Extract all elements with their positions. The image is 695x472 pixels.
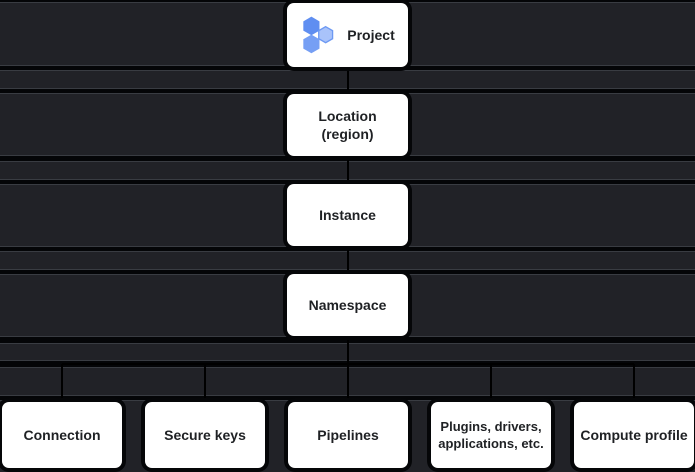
node-label: Pipelines xyxy=(317,426,379,443)
node-label: Project xyxy=(347,27,395,43)
node-label: Compute profile xyxy=(580,426,688,443)
node-pipelines: Pipelines xyxy=(288,402,408,468)
node-label-line1: Plugins, drivers, xyxy=(440,419,542,434)
node-label-line2: (region) xyxy=(321,126,374,142)
node-label: Instance xyxy=(319,207,376,223)
node-project: Project xyxy=(287,3,408,67)
project-hexagons-icon xyxy=(300,16,338,54)
node-location: Location (region) xyxy=(287,94,408,156)
node-label: Secure keys xyxy=(164,426,246,443)
node-secure-keys: Secure keys xyxy=(145,402,265,468)
node-namespace: Namespace xyxy=(287,274,408,336)
node-compute-profile: Compute profile xyxy=(574,402,694,468)
node-label-line1: Location xyxy=(318,108,377,124)
node-instance: Instance xyxy=(287,184,408,246)
node-label: Namespace xyxy=(308,297,387,313)
node-connection: Connection xyxy=(2,402,122,468)
node-label: Connection xyxy=(23,426,101,443)
node-label-line2: applications, etc. xyxy=(438,436,544,451)
node-plugins: Plugins, drivers, applications, etc. xyxy=(431,402,551,468)
